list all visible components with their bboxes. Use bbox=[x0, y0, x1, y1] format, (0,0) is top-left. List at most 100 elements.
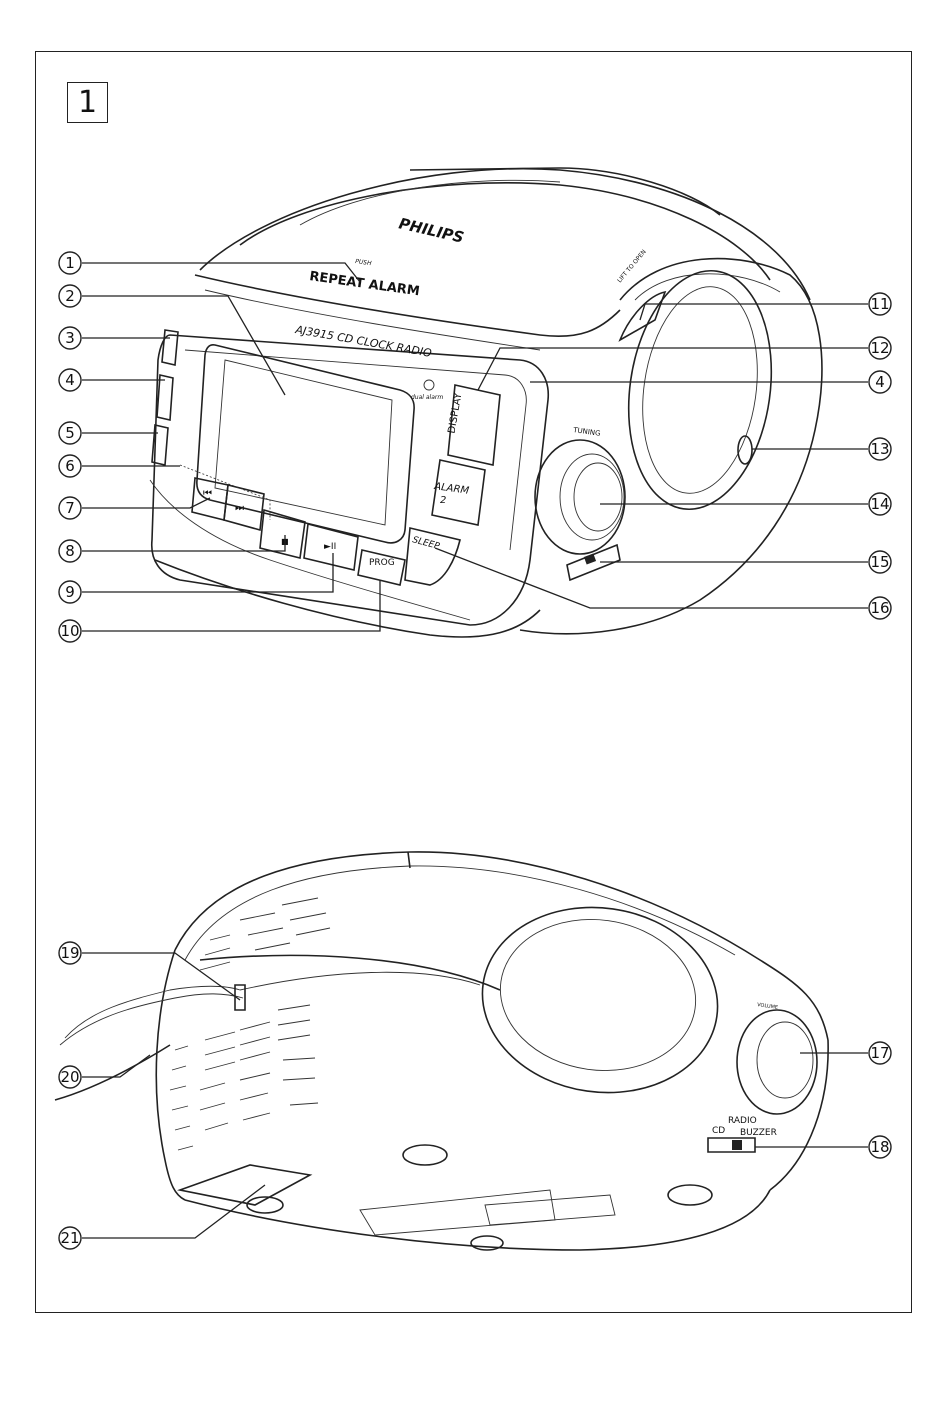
tuning-label: TUNING bbox=[572, 426, 601, 438]
callout-11 bbox=[868, 292, 892, 316]
callout-18 bbox=[868, 1135, 892, 1159]
callout-17-label: 17 bbox=[870, 1044, 889, 1062]
left-button-5[interactable] bbox=[151, 424, 169, 466]
cd-label: CD bbox=[712, 1126, 725, 1136]
speaker-grille-right bbox=[627, 269, 773, 511]
callout-21-label: 21 bbox=[60, 1229, 79, 1247]
function-switch-knob[interactable] bbox=[732, 1140, 742, 1150]
callout-12-label: 12 bbox=[870, 339, 889, 357]
rear-foot-3 bbox=[470, 1235, 504, 1251]
lid-top-edge bbox=[199, 167, 811, 301]
vent-slots bbox=[169, 897, 331, 1151]
callout-10 bbox=[58, 619, 82, 643]
next-icon: ⏭ bbox=[235, 503, 244, 514]
callout-4-right-label: 4 bbox=[875, 373, 885, 391]
play-pause-button[interactable] bbox=[303, 522, 359, 571]
push-label: PUSH bbox=[355, 258, 373, 267]
callout-16-label: 16 bbox=[870, 599, 889, 617]
left-button-4[interactable] bbox=[156, 374, 174, 421]
rear-foot-4 bbox=[246, 1196, 284, 1214]
rear-callouts: 19 20 21 17 18 bbox=[58, 941, 892, 1250]
callout-10-label: 10 bbox=[60, 622, 79, 640]
repeat-alarm-label: REPEAT ALARM bbox=[308, 269, 420, 299]
rear-speaker bbox=[481, 906, 719, 1094]
lid-front-rim bbox=[194, 274, 621, 338]
battery-door bbox=[177, 1164, 313, 1206]
alarm2-label-line1: ALARM bbox=[433, 481, 470, 497]
callout-6 bbox=[58, 454, 82, 478]
prev-icon: ⏮ bbox=[203, 488, 212, 499]
alarm2-button[interactable] bbox=[431, 459, 486, 526]
figure-frame bbox=[35, 51, 912, 1313]
volume-label: VOLUME bbox=[757, 1002, 779, 1011]
tuning-knob[interactable] bbox=[534, 439, 626, 555]
display-button-label: DISPLAY bbox=[446, 391, 464, 434]
callout-19-label: 19 bbox=[60, 944, 79, 962]
callout-4-label: 4 bbox=[65, 371, 75, 389]
alarm2-label-line2: 2 bbox=[440, 495, 446, 506]
callout-14-label: 14 bbox=[870, 495, 889, 513]
headphone-socket bbox=[737, 435, 753, 465]
prog-button-label: PROG bbox=[369, 558, 395, 568]
radio-label: RADIO bbox=[728, 1116, 757, 1126]
callout-1 bbox=[58, 251, 82, 275]
callout-7 bbox=[58, 496, 82, 520]
figure-number: 1 bbox=[67, 82, 108, 123]
callout-16 bbox=[868, 596, 892, 620]
lcd-display bbox=[196, 344, 415, 544]
callout-2 bbox=[58, 284, 82, 308]
callout-13 bbox=[868, 437, 892, 461]
band-switch[interactable] bbox=[566, 543, 621, 582]
stop-button[interactable] bbox=[259, 508, 306, 559]
rear-foot-1 bbox=[402, 1144, 448, 1166]
callout-3-label: 3 bbox=[65, 329, 75, 347]
bottom-edge bbox=[154, 559, 541, 638]
dual-alarm-icon bbox=[423, 379, 435, 391]
callout-1-label: 1 bbox=[65, 254, 75, 272]
display-button[interactable] bbox=[447, 384, 501, 466]
callout-15-label: 15 bbox=[870, 553, 889, 571]
callout-8-label: 8 bbox=[65, 542, 75, 560]
callout-20 bbox=[58, 1065, 82, 1089]
callout-13-label: 13 bbox=[870, 440, 889, 458]
function-switch[interactable] bbox=[707, 1137, 756, 1153]
alarm1-button[interactable] bbox=[161, 329, 179, 366]
brand-logo: PHILIPS bbox=[397, 214, 465, 246]
sleep-button[interactable] bbox=[404, 527, 461, 586]
callout-12 bbox=[868, 336, 892, 360]
rear-left-shell bbox=[155, 949, 186, 1201]
callout-15 bbox=[868, 550, 892, 574]
rear-bottom-plate bbox=[184, 1189, 771, 1251]
callout-11-label: 11 bbox=[870, 295, 889, 313]
dual-alarm-label: dual alarm bbox=[411, 394, 443, 401]
callout-6-label: 6 bbox=[65, 457, 75, 475]
callout-4-right bbox=[868, 370, 892, 394]
callout-5 bbox=[58, 421, 82, 445]
power-socket bbox=[234, 984, 246, 1011]
sleep-button-label: SLEEP bbox=[411, 535, 441, 552]
model-label: AJ3915 CD CLOCK RADIO bbox=[293, 323, 432, 360]
right-body bbox=[519, 257, 823, 635]
lid-latch bbox=[618, 290, 667, 342]
callout-4 bbox=[58, 368, 82, 392]
front-view: AJ3915 CD CLOCK RADIO PHILIPS REPEAT ALA… bbox=[149, 167, 823, 638]
callout-7-label: 7 bbox=[65, 499, 75, 517]
callout-5-label: 5 bbox=[65, 424, 75, 442]
callout-20-label: 20 bbox=[60, 1068, 79, 1086]
next-button[interactable] bbox=[223, 484, 265, 532]
buzzer-label: BUZZER bbox=[740, 1128, 777, 1138]
volume-knob[interactable] bbox=[736, 1009, 818, 1115]
callout-9 bbox=[58, 580, 82, 604]
front-panel bbox=[151, 334, 549, 626]
callout-8 bbox=[58, 539, 82, 563]
callout-9-label: 9 bbox=[65, 583, 75, 601]
prog-button[interactable] bbox=[357, 549, 406, 586]
rear-view: VOLUME RADIO CD BUZZER bbox=[54, 851, 829, 1251]
fm-antenna-wire bbox=[54, 1044, 171, 1101]
rear-top-shell bbox=[174, 851, 829, 1041]
callout-18-label: 18 bbox=[870, 1138, 889, 1156]
rear-foot-2 bbox=[667, 1184, 713, 1206]
play-pause-icon: ►II bbox=[324, 542, 336, 552]
callout-14 bbox=[868, 492, 892, 516]
